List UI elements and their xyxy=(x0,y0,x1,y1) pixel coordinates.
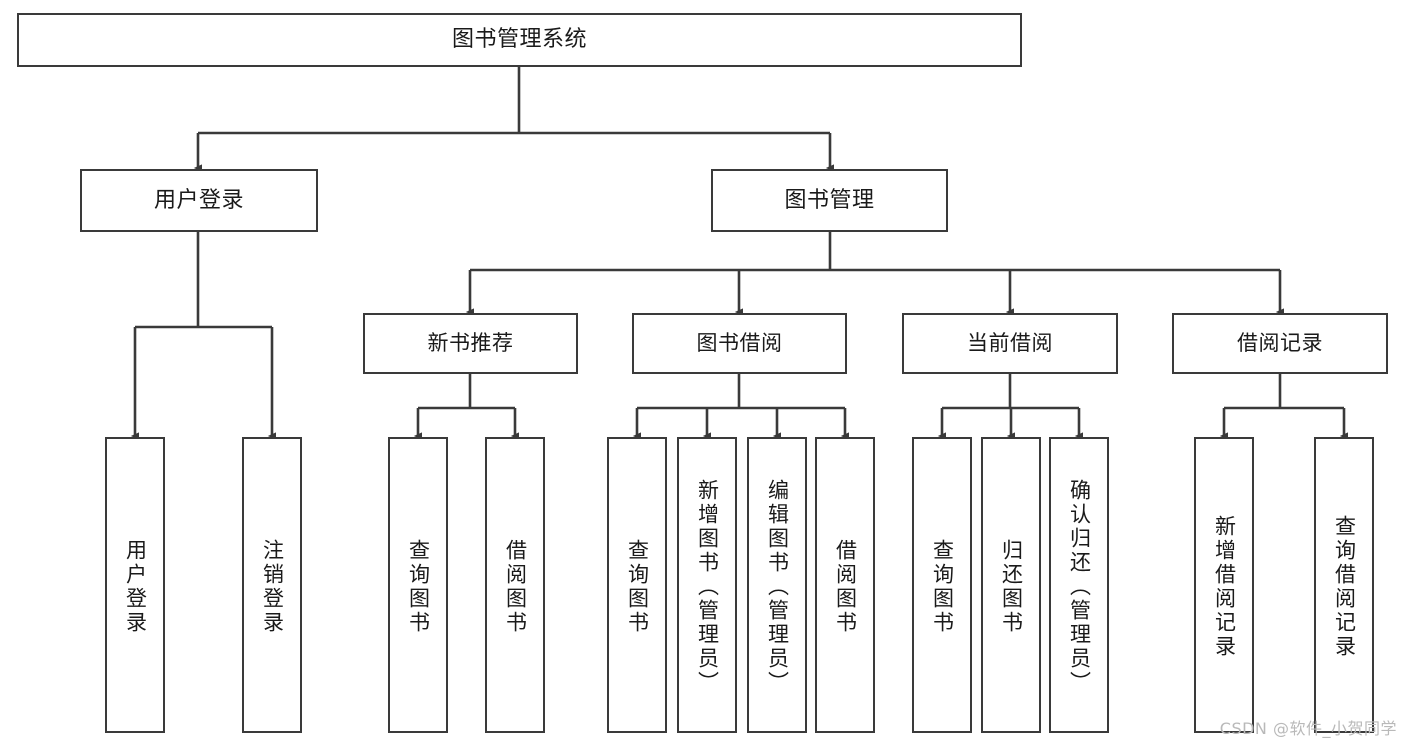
connector-group-book-manage xyxy=(465,232,1285,316)
leaf-return-book[interactable]: 归还图书 xyxy=(981,437,1041,733)
leaf-query-book-3-label: 查询图书 xyxy=(930,539,955,635)
node-book-borrow-label: 图书借阅 xyxy=(696,331,783,356)
leaf-query-book-2-label: 查询图书 xyxy=(625,539,650,635)
node-book-manage-label: 图书管理 xyxy=(784,187,875,213)
leaf-edit-book-label: 编辑图书（管理员） xyxy=(765,479,790,695)
leaf-edit-book[interactable]: 编辑图书（管理员） xyxy=(747,437,807,733)
leaf-user-login-label: 用户登录 xyxy=(123,539,148,635)
leaf-confirm-return[interactable]: 确认归还（管理员） xyxy=(1049,437,1109,733)
connector-group-root xyxy=(193,67,835,172)
leaf-return-book-label: 归还图书 xyxy=(999,539,1024,635)
connector-group-current-borrow xyxy=(937,374,1084,440)
node-root-label: 图书管理系统 xyxy=(451,27,587,53)
connector-group-book-borrow xyxy=(632,374,850,440)
leaf-query-book-1[interactable]: 查询图书 xyxy=(388,437,448,733)
node-book-borrow[interactable]: 图书借阅 xyxy=(632,313,847,374)
leaf-user-logout-label: 注销登录 xyxy=(260,539,285,635)
node-borrow-record-label: 借阅记录 xyxy=(1237,331,1323,356)
leaf-query-record-label: 查询借阅记录 xyxy=(1332,515,1357,659)
leaf-query-book-1-label: 查询图书 xyxy=(406,539,431,635)
node-borrow-record[interactable]: 借阅记录 xyxy=(1172,313,1388,374)
leaf-add-record[interactable]: 新增借阅记录 xyxy=(1194,437,1254,733)
node-current-borrow-label: 当前借阅 xyxy=(967,331,1053,356)
leaf-query-book-3[interactable]: 查询图书 xyxy=(912,437,972,733)
leaf-query-record[interactable]: 查询借阅记录 xyxy=(1314,437,1374,733)
leaf-query-book-2[interactable]: 查询图书 xyxy=(607,437,667,733)
node-new-book-recommend[interactable]: 新书推荐 xyxy=(363,313,578,374)
connector-group-borrow-record xyxy=(1219,374,1349,440)
leaf-user-login[interactable]: 用户登录 xyxy=(105,437,165,733)
node-root[interactable]: 图书管理系统 xyxy=(17,13,1022,67)
connector-group-user-login xyxy=(130,232,277,440)
leaf-borrow-book-2-label: 借阅图书 xyxy=(833,539,858,635)
node-book-manage[interactable]: 图书管理 xyxy=(711,169,948,232)
node-user-login[interactable]: 用户登录 xyxy=(80,169,318,232)
leaf-add-record-label: 新增借阅记录 xyxy=(1212,515,1237,659)
connector-group-new-book-recommend xyxy=(413,374,520,440)
leaf-borrow-book-1-label: 借阅图书 xyxy=(503,539,528,635)
leaf-borrow-book-1[interactable]: 借阅图书 xyxy=(485,437,545,733)
leaf-add-book-label: 新增图书（管理员） xyxy=(695,479,720,695)
node-user-login-label: 用户登录 xyxy=(153,187,244,213)
leaf-confirm-return-label: 确认归还（管理员） xyxy=(1067,479,1092,695)
leaf-borrow-book-2[interactable]: 借阅图书 xyxy=(815,437,875,733)
leaf-user-logout[interactable]: 注销登录 xyxy=(242,437,302,733)
node-new-book-recommend-label: 新书推荐 xyxy=(427,331,514,356)
node-current-borrow[interactable]: 当前借阅 xyxy=(902,313,1118,374)
leaf-add-book[interactable]: 新增图书（管理员） xyxy=(677,437,737,733)
